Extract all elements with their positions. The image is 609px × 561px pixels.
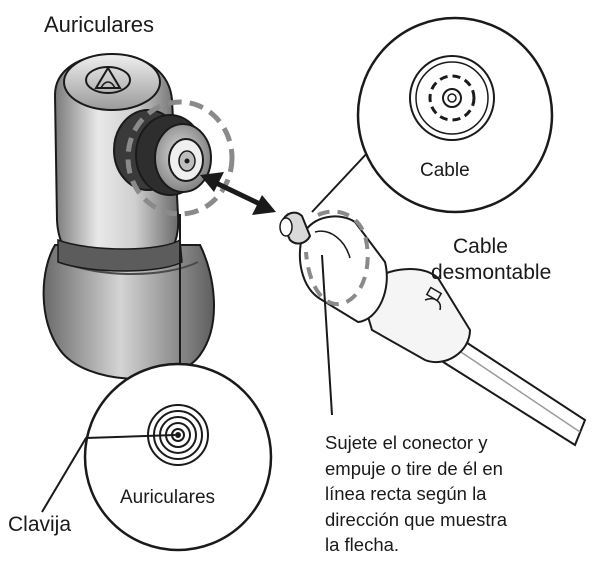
cable-zoom-label: Cable <box>420 161 470 180</box>
earphones-label: Auriculares <box>44 14 154 36</box>
earphone-cap <box>64 54 160 110</box>
earphones-zoom-label: Auriculares <box>120 488 215 507</box>
instruction-line: Sujete el conector y <box>325 430 507 456</box>
instruction-text: Sujete el conector y empuje o tire de él… <box>325 430 507 558</box>
instruction-line: dirección que muestra <box>325 507 507 533</box>
detachable-cable-label-line-1: Cable <box>431 234 551 260</box>
earphone-body <box>44 54 232 379</box>
instruction-line: empuje o tire de él en <box>325 456 507 482</box>
pin-dot <box>175 432 181 438</box>
detachable-cable-label-line-2: desmontable <box>431 260 551 286</box>
cable-zoom-callout <box>312 18 552 212</box>
instruction-line: línea recta según la <box>325 481 507 507</box>
pin-label: Clavija <box>8 514 71 535</box>
detachable-cable-label: Cable desmontable <box>431 234 551 286</box>
earphone-socket <box>114 110 211 195</box>
push-pull-arrow-icon <box>200 172 276 215</box>
instruction-line: la flecha. <box>325 532 507 558</box>
